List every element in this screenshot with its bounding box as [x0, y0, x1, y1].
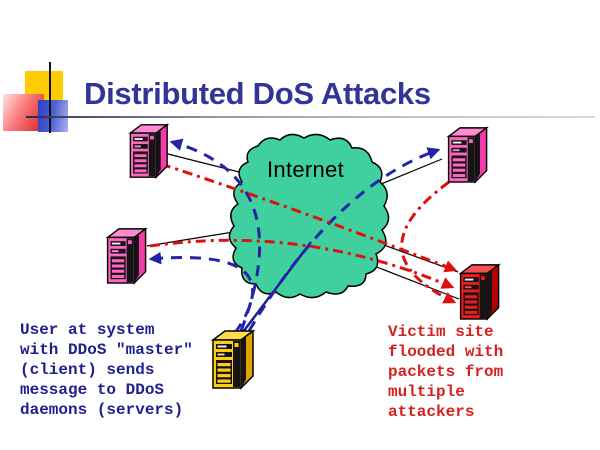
victim-note-line: packets from	[388, 363, 504, 381]
master-note-line: daemons (servers)	[20, 401, 184, 419]
master-note-line: (client) sends	[20, 361, 155, 379]
victim-note-line: Victim site	[388, 323, 494, 341]
attack-arrow-1	[160, 162, 458, 273]
attack-arrows	[149, 162, 458, 304]
accent-vertical-line	[49, 62, 51, 133]
internet-label: Internet	[267, 157, 345, 182]
daemon-computer-icon-mid-left	[106, 228, 147, 284]
master-note-line: message to DDoS	[20, 381, 165, 399]
internet-cloud	[228, 133, 390, 299]
command-arrow-2	[148, 251, 254, 334]
victim-note-line: attackers	[388, 403, 475, 421]
master-note-line: User at system	[20, 321, 155, 339]
command-arrows	[148, 138, 441, 334]
master-command-line	[242, 241, 312, 333]
victim-note-line: multiple	[388, 383, 465, 401]
title-underline	[26, 116, 595, 118]
victim-note-line: flooded with	[388, 343, 504, 361]
master-computer-icon	[212, 330, 254, 389]
master-note-line: with DDoS "master"	[20, 341, 193, 359]
page-title: Distributed DoS Attacks	[84, 76, 431, 111]
attack-arrow-3	[400, 180, 457, 304]
daemon-computer-icon-top-right	[447, 127, 488, 183]
daemon-computer-icon-top-left	[129, 124, 168, 178]
master-note: User at system with DDoS "master" (clien…	[20, 320, 193, 420]
accent-square-pink	[3, 94, 44, 131]
command-arrow-3	[247, 147, 441, 332]
attack-arrow-2	[149, 238, 455, 289]
victim-computer-icon	[459, 264, 500, 320]
victim-note: Victim site flooded with packets from mu…	[388, 322, 503, 422]
